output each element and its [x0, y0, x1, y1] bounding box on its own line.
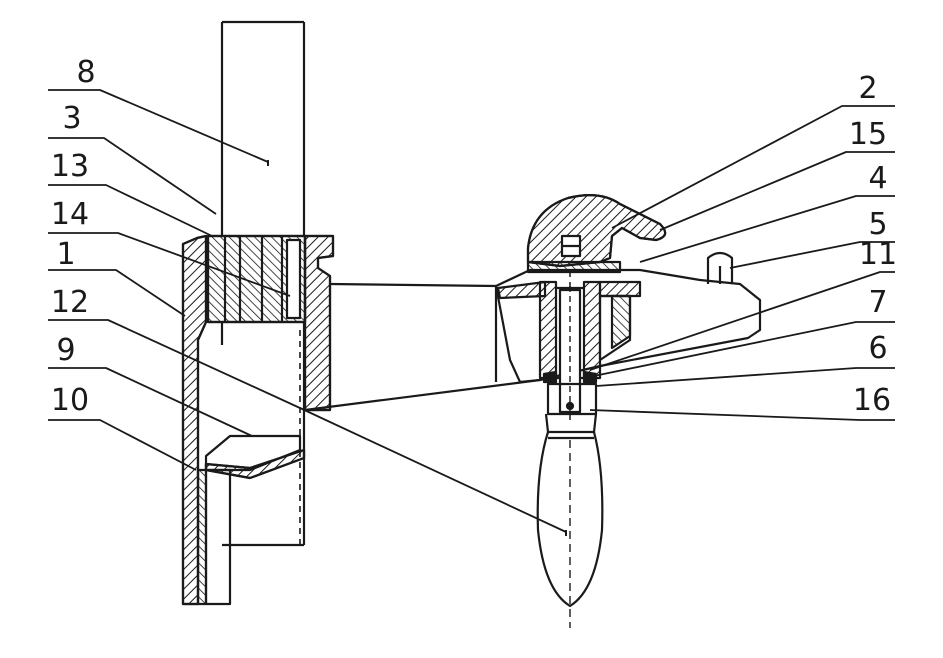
label-15: 15 [849, 117, 887, 152]
label-1: 1 [56, 237, 75, 272]
left-sleeve [181, 234, 335, 606]
label-13: 13 [51, 149, 89, 184]
label-14: 14 [51, 197, 89, 232]
label-8: 8 [76, 55, 95, 90]
label-6: 6 [868, 331, 887, 366]
label-9: 9 [56, 333, 75, 368]
label-12: 12 [51, 285, 89, 320]
hook-lever [526, 193, 667, 274]
leader-lines-left [48, 89, 567, 533]
leader-lines-right [589, 105, 895, 421]
callout-labels: 8 3 13 14 1 12 9 10 2 15 4 5 11 7 6 16 [51, 55, 897, 418]
inner-ring [204, 330, 306, 545]
label-10: 10 [51, 383, 89, 418]
label-4: 4 [868, 161, 887, 196]
tie-rod [304, 282, 541, 412]
label-7: 7 [868, 285, 887, 320]
label-11: 11 [859, 237, 897, 272]
label-3: 3 [62, 101, 81, 136]
label-5: 5 [868, 207, 887, 242]
label-16: 16 [853, 383, 891, 418]
pin-shaft [542, 286, 598, 416]
label-2: 2 [858, 71, 877, 106]
right-housing [494, 251, 762, 420]
handle-grip [536, 413, 604, 628]
